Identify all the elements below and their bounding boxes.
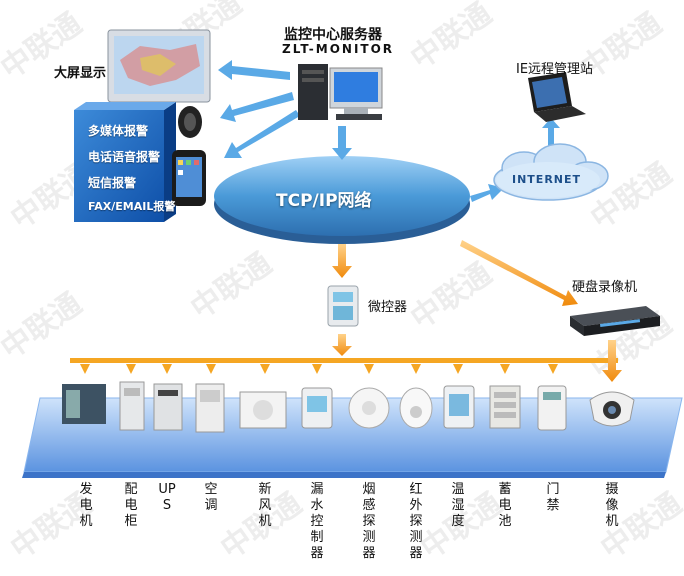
dvr-label: 硬盘录像机 xyxy=(572,280,638,295)
device-access-control xyxy=(537,385,567,431)
device-generator xyxy=(62,384,106,424)
server-output-arrows xyxy=(218,60,300,158)
device-label: 蓄电池 xyxy=(498,482,512,529)
device-label: 漏水控制器 xyxy=(310,482,324,561)
microcontroller-icon xyxy=(327,285,359,327)
device-label: 发电机 xyxy=(79,482,93,529)
device-label: 红外探测器 xyxy=(409,482,423,561)
alarm-item: 多媒体报警 xyxy=(88,124,149,138)
alarm-item: FAX/EMAIL报警 xyxy=(88,200,176,213)
device-label: 新风机 xyxy=(258,482,272,529)
server-disk-arrow xyxy=(332,126,352,160)
device-label: 温湿度 xyxy=(451,482,465,529)
device-label: 配电柜 xyxy=(124,482,138,529)
device-label: UPS xyxy=(158,482,176,513)
internet-laptop-arrow xyxy=(542,118,560,150)
device-ups xyxy=(153,383,183,431)
microcontroller-label: 微控器 xyxy=(368,300,408,315)
device-air-conditioner xyxy=(195,383,225,433)
phone-icon xyxy=(172,150,206,206)
device-temp-humidity xyxy=(443,385,475,429)
tcpip-label: TCP/IP网络 xyxy=(276,191,372,211)
device-camera xyxy=(589,391,635,427)
dvr-icon xyxy=(570,306,660,336)
device-water-leak-controller xyxy=(301,387,333,429)
server-title-en: ZLT-MONITOR xyxy=(282,42,395,56)
alarm-item: 电话语音报警 xyxy=(88,150,161,164)
laptop-icon xyxy=(528,72,586,122)
device-distribution-cabinet xyxy=(119,381,145,431)
disk-dvr-arrow xyxy=(460,240,578,306)
device-fresh-air xyxy=(239,391,287,429)
device-infrared-detector xyxy=(399,387,433,429)
dvr-camera-arrow xyxy=(602,340,622,382)
big-screen-monitor xyxy=(107,29,211,103)
device-battery xyxy=(489,385,521,429)
server-computer-icon xyxy=(298,64,383,120)
device-drop-arrows xyxy=(80,364,558,374)
internet-label: INTERNET xyxy=(512,173,582,186)
disk-controller-arrow xyxy=(332,244,352,278)
server-title-cn: 监控中心服务器 xyxy=(284,27,382,43)
controller-bus-arrow xyxy=(332,334,352,356)
device-smoke-detector xyxy=(348,387,390,429)
speaker-icon xyxy=(178,106,202,138)
device-label: 摄像机 xyxy=(605,482,619,529)
device-bus-bar xyxy=(70,358,618,363)
device-label: 空调 xyxy=(204,482,218,513)
alarm-item: 短信报警 xyxy=(88,176,137,190)
disk-internet-arrow xyxy=(470,184,504,202)
device-label: 门禁 xyxy=(546,482,560,513)
big-screen-label: 大屏显示 xyxy=(54,66,107,81)
ie-station-label: IE远程管理站 xyxy=(516,62,594,77)
device-label: 烟感探测器 xyxy=(362,482,376,561)
